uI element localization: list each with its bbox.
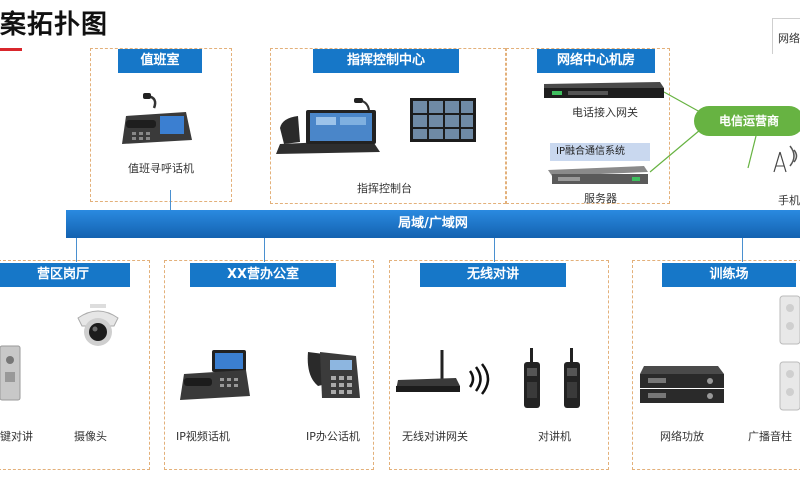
zone-xx-office <box>164 260 374 470</box>
wireless-signal-icon <box>789 145 798 167</box>
training-right-label: 广播音柱 <box>748 430 792 443</box>
line-camp-post <box>76 238 77 262</box>
title-underline <box>0 48 22 51</box>
xx-office-left-label: IP视频话机 <box>176 430 230 443</box>
paging-phone-icon <box>122 93 192 144</box>
ip-video-phone-icon <box>180 350 250 400</box>
line-duty-room <box>170 190 171 210</box>
zone-wireless <box>389 260 609 470</box>
command-console-icon <box>276 98 380 154</box>
duty-room-label: 值班室 <box>118 49 202 73</box>
gateway-label: 电话接入网关 <box>572 106 638 119</box>
gateway-icon <box>544 82 664 98</box>
server-label: 服务器 <box>584 192 617 205</box>
wireless-left-label: 无线对讲网关 <box>402 430 468 443</box>
speaker-column-icon <box>779 295 800 411</box>
wireless-wave-icon <box>462 362 498 396</box>
duty-room-device-label: 值班寻呼话机 <box>128 162 194 175</box>
zone-command-center <box>270 48 506 204</box>
telecom-operator: 电信运营商 <box>694 106 800 136</box>
training-left-label: 网络功放 <box>660 430 704 443</box>
network-amplifier-icon <box>640 366 724 403</box>
training-label: 训练场 <box>662 263 796 287</box>
legend-box <box>772 18 800 54</box>
command-console-label: 指挥控制台 <box>357 182 412 195</box>
legend-text: 网络 <box>778 32 800 45</box>
zone-duty-room <box>90 48 232 202</box>
ip-phone-icon <box>307 352 360 398</box>
camp-post-right-label: 摄像头 <box>74 430 107 443</box>
mobile-tower-icon <box>773 151 787 173</box>
xx-office-label: XX营办公室 <box>190 263 336 287</box>
wireless-gateway-icon <box>396 350 460 392</box>
wireless-label: 无线对讲 <box>420 263 566 287</box>
command-center-label: 指挥控制中心 <box>313 49 459 73</box>
mobile-label: 手机 <box>778 194 800 207</box>
intercom-panel-icon <box>0 345 21 401</box>
dome-camera-icon <box>77 304 119 346</box>
walkie-talkie-icon-2 <box>564 348 580 408</box>
line-xx-office <box>264 238 265 262</box>
ip-system-tag: IP融合通信系统 <box>550 143 650 161</box>
video-wall-icon <box>410 98 476 142</box>
line-wireless <box>494 238 495 262</box>
network-room-label: 网络中心机房 <box>537 49 655 73</box>
page-title: 案拓扑图 <box>0 10 109 40</box>
walkie-talkie-icon-1 <box>524 348 540 408</box>
zone-camp-post <box>0 260 150 470</box>
server-icon <box>548 166 648 184</box>
xx-office-right-label: IP办公话机 <box>306 430 360 443</box>
lan-wan-bus: 局域/广域网 <box>66 210 800 238</box>
zone-network-room <box>506 48 670 204</box>
zone-training <box>632 260 800 470</box>
wireless-right-label: 对讲机 <box>538 430 571 443</box>
line-training <box>742 238 743 262</box>
camp-post-left-label: 键对讲 <box>0 430 33 443</box>
camp-post-label: 营区岗厅 <box>0 263 130 287</box>
